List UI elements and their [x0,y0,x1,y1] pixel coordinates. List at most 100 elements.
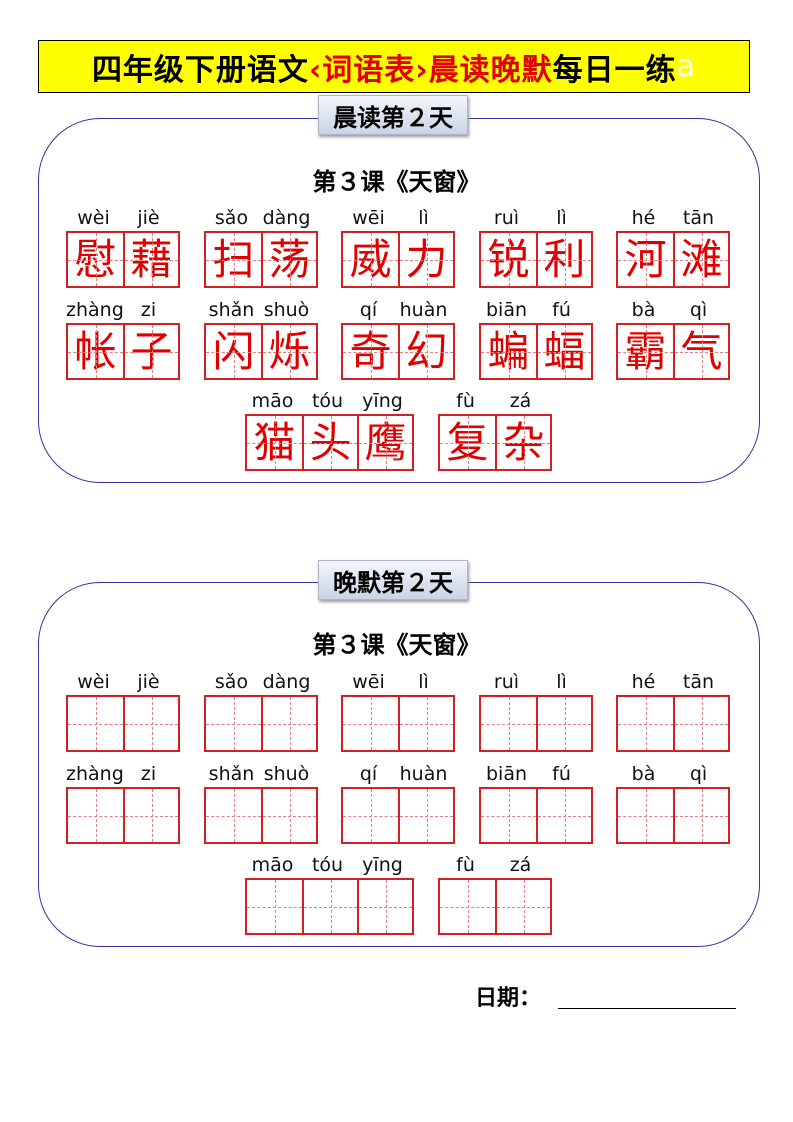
blank-writing-cell[interactable] [481,789,536,842]
blank-writing-cell[interactable] [343,789,398,842]
character-cell: 河 [618,233,673,286]
blank-writing-cell[interactable] [123,789,178,842]
character-cell: 霸 [618,325,673,378]
tianzige-grid: 闪烁 [204,323,318,380]
blank-writing-cell[interactable] [673,697,728,750]
character-cell: 利 [536,233,591,286]
blank-writing-cell[interactable] [247,880,302,933]
tianzige-grid: 慰藉 [66,231,180,288]
blank-writing-cell[interactable] [68,697,123,750]
pinyin-syllable: tān [682,207,715,229]
character-cell: 猫 [247,416,302,469]
blank-writing-cell[interactable] [123,697,178,750]
blank-writing-cell[interactable] [618,789,673,842]
title-text-1: 四年级下册语文 [91,52,309,88]
tianzige-grid: 锐利 [479,231,593,288]
pinyin-syllable: biān [485,763,528,785]
blank-writing-cell[interactable] [398,789,453,842]
character-cell: 蝙 [481,325,536,378]
tianzige-grid [204,787,318,844]
blank-writing-cell[interactable] [261,697,316,750]
pinyin-syllable: qì [689,299,708,321]
tianzige-grid: 复杂 [438,414,552,471]
pinyin-syllable: māo [251,390,294,412]
blank-writing-cell[interactable] [206,789,261,842]
date-input-line[interactable] [558,1008,736,1009]
blank-writing-cell[interactable] [68,789,123,842]
morning-lesson-heading: 第３课《天窗》 [312,168,481,196]
pinyin-syllable: zhàng [66,763,124,785]
character-cell: 鹰 [357,416,412,469]
pinyin-syllable: hé [631,671,656,693]
blank-writing-cell[interactable] [261,789,316,842]
word-item: hé tān [616,671,730,752]
tianzige-grid: 奇幻 [341,323,455,380]
blank-writing-cell[interactable] [302,880,357,933]
character-cell: 威 [343,233,398,286]
blank-writing-cell[interactable] [618,697,673,750]
tianzige-grid: 帐子 [66,323,180,380]
date-label: 日期： [475,986,542,1011]
pinyin-syllable: shuò [263,299,310,321]
tianzige-grid: 河滩 [616,231,730,288]
pinyin-syllable: māo [251,854,294,876]
pinyin-syllable: qì [689,763,708,785]
pinyin-syllable: lì [556,207,567,229]
blank-writing-cell[interactable] [481,697,536,750]
tianzige-grid [245,878,414,935]
tianzige-grid: 猫头鹰 [245,414,414,471]
character-cell: 闪 [206,325,261,378]
character-cell: 荡 [261,233,316,286]
tianzige-grid: 威力 [341,231,455,288]
pinyin-syllable: wèi [77,207,110,229]
pinyin-syllable: sǎo [214,207,249,229]
character-cell: 力 [398,233,453,286]
pinyin-syllable: tóu [311,854,344,876]
blank-writing-cell[interactable] [206,697,261,750]
tianzige-grid [438,878,552,935]
pinyin-syllable: zhàng [66,299,124,321]
title-text-4: a [676,49,697,84]
character-cell: 帐 [68,325,123,378]
pinyin-row: biān fú [479,763,589,785]
tianzige-grid: 蝙蝠 [479,323,593,380]
blank-writing-cell[interactable] [440,880,495,933]
blank-writing-cell[interactable] [536,789,591,842]
pinyin-syllable: huàn [399,299,448,321]
blank-writing-cell[interactable] [357,880,412,933]
blank-writing-cell[interactable] [536,697,591,750]
character-cell: 慰 [68,233,123,286]
pinyin-syllable: fú [552,763,571,785]
pinyin-row: hé tān [616,671,726,693]
blank-writing-cell[interactable] [343,697,398,750]
morning-tag: 晨读第２天 [318,95,468,135]
blank-writing-cell[interactable] [673,789,728,842]
blank-writing-cell[interactable] [398,697,453,750]
pinyin-syllable: tān [682,671,715,693]
tianzige-grid [616,695,730,752]
blank-writing-cell[interactable] [495,880,550,933]
title-text-2: ‹词语表›晨读晚默 [308,52,553,88]
